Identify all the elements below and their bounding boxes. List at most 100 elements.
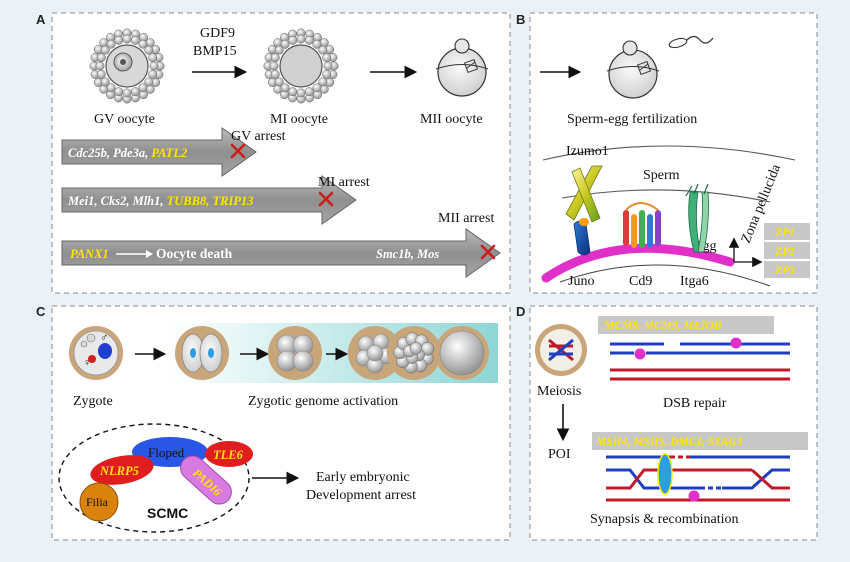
gene-tubb8: TUBB8, <box>167 194 213 208</box>
granulosa-cell <box>269 61 279 71</box>
granulosa-cell <box>106 83 116 93</box>
granulosa-cell <box>318 77 328 87</box>
scmc-dashed-ellipse <box>58 423 250 533</box>
panel-a-letter: A <box>36 12 46 27</box>
gv-arrest-label: GV arrest <box>231 129 286 144</box>
zona-line <box>559 264 771 287</box>
gene-cdc25b: Cdc25b, <box>68 146 113 160</box>
filia-label: Filia <box>86 495 109 509</box>
gene-mei1: Mei1, <box>67 194 101 208</box>
granulosa-cell <box>99 38 109 48</box>
granulosa-cell <box>270 53 280 63</box>
granulosa-cell <box>114 87 124 97</box>
gv-arrest-arrow <box>61 127 257 177</box>
filia-protein: Filia <box>79 482 119 522</box>
granulosa-cell <box>149 61 159 71</box>
gdf9-label: GDF9 <box>200 26 235 41</box>
mii-arrest-arrow <box>61 228 501 278</box>
juno-label: Juno <box>568 274 594 289</box>
mi-oocyte-cell <box>263 28 339 104</box>
granulosa-cell <box>144 45 154 55</box>
granulosa-cell <box>323 61 333 71</box>
scmc-label: SCMC <box>147 505 188 521</box>
itga6-protein <box>685 183 709 253</box>
granulosa-cell <box>322 69 332 79</box>
panel-c-letter: C <box>36 304 46 319</box>
granulosa-cell <box>319 84 329 94</box>
granulosa-cell <box>296 34 306 44</box>
granulosa-cell <box>288 87 298 97</box>
granulosa-cell <box>99 84 109 94</box>
synapsis-gene-box <box>592 432 808 450</box>
row3-right-genes: Smc1b, Mos <box>376 247 439 261</box>
zp3-label: ZP3 <box>774 265 795 277</box>
zp-box-3: ZP3 <box>764 261 810 278</box>
dsb-gene-box <box>598 316 774 334</box>
granulosa-cell <box>145 38 155 48</box>
granulosa-cell <box>288 35 298 45</box>
granulosa-cell <box>138 39 148 49</box>
panx1-death-arrowhead-icon <box>146 250 153 258</box>
panel-b: B Sperm-egg fertilization Sperm Egg Izum… <box>516 12 818 294</box>
mii-arrest-x-icon <box>480 244 496 260</box>
gv-arrest-x-icon <box>230 143 246 159</box>
dsb-chromosomes <box>610 337 790 381</box>
granulosa-cell <box>122 88 132 98</box>
panel-c: C ♀ ♂ Zygote <box>36 304 511 541</box>
female-symbol-icon: ♀ <box>83 357 91 369</box>
juno-protein <box>573 218 591 256</box>
granulosa-cell <box>274 77 284 87</box>
granulosa-cell <box>409 342 423 355</box>
gene-patl2: PATL2 <box>151 146 187 160</box>
panel-a: A GV oocyte GDF9 BMP15 MI oocyte MII o <box>36 12 511 294</box>
granulosa-cell <box>322 53 332 63</box>
cd9-label: Cd9 <box>629 274 652 289</box>
gene-trip13: TRIP13 <box>212 194 253 208</box>
granulosa-cell <box>130 35 140 45</box>
mii-oocyte-cell <box>435 38 489 97</box>
arrest-line-1: Early embryonic <box>316 470 410 485</box>
panel-b-letter: B <box>516 12 525 27</box>
fertilization-label: Sperm-egg fertilization <box>567 112 697 127</box>
mi-arrest-label: MI arrest <box>318 175 370 190</box>
granulosa-cell <box>296 88 306 98</box>
male-symbol-icon: ♂ <box>100 332 108 344</box>
granulosa-cell <box>280 83 290 93</box>
granulosa-cell <box>319 38 329 48</box>
granulosa-cell <box>96 69 106 79</box>
granulosa-cell <box>273 38 283 48</box>
mii-arrest-label: MII arrest <box>438 211 494 226</box>
gene-mlh1: Mlh1, <box>132 194 167 208</box>
sperm-label: Sperm <box>643 168 680 183</box>
granulosa-cell <box>130 87 140 97</box>
granulosa-cell <box>145 84 155 94</box>
eight-cell-embryo <box>348 326 402 380</box>
granulosa-cell <box>138 83 148 93</box>
synapsis-label: Synapsis & recombination <box>590 512 739 527</box>
itga6-label: Itga6 <box>680 274 709 289</box>
two-cell-embryo <box>175 326 229 380</box>
zga-label: Zygotic genome activation <box>248 394 398 409</box>
zp1-label: ZP1 <box>774 227 795 239</box>
granulosa-cell <box>114 35 124 45</box>
granulosa-cell <box>312 39 322 49</box>
gv-oocyte-label: GV oocyte <box>94 112 155 127</box>
dsb-genes: MCM8, MCM9, MEIOB <box>603 320 722 332</box>
synapsis-genes: MSH4, MSH5, DMC1, STAG3 <box>595 436 743 448</box>
granulosa-cell <box>312 83 322 93</box>
nlrp5-label: NLRP5 <box>99 464 139 478</box>
cd9-protein <box>623 202 661 248</box>
mi-arrest-arrow <box>61 175 357 225</box>
granulosa-cell <box>148 53 158 63</box>
zp2-label: ZP2 <box>774 246 795 258</box>
poi-label: POI <box>548 447 571 462</box>
granulosa-cell <box>95 61 105 71</box>
compacted-embryo <box>435 326 489 380</box>
granulosa-cell <box>280 39 290 49</box>
tle6-protein: TLE6 <box>205 441 253 467</box>
dsb-repair-label: DSB repair <box>663 396 727 411</box>
granulosa-cell <box>304 35 314 45</box>
mi-oocyte-label: MI oocyte <box>270 112 328 127</box>
zp-box-1: ZP1 <box>764 223 810 240</box>
granulosa-cell <box>148 69 158 79</box>
